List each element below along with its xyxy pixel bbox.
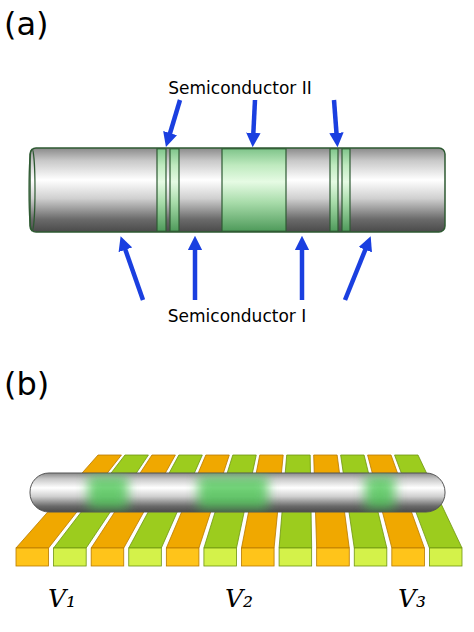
voltage-label: V₃ <box>398 586 426 611</box>
heterostructure-wire <box>29 148 445 232</box>
leader-arrow <box>253 100 255 140</box>
gate-array <box>16 455 462 566</box>
leader-arrow <box>123 243 143 300</box>
semiconductor-band <box>330 149 338 232</box>
semiconductor-band <box>222 149 286 232</box>
induced-region <box>88 476 128 509</box>
semiconductor-band <box>157 149 166 232</box>
induced-region <box>198 476 268 509</box>
leader-arrow <box>345 243 368 300</box>
material-label: Semiconductor I <box>168 308 306 325</box>
induced-region <box>365 476 395 509</box>
panel-label: (a) <box>4 8 49 40</box>
material-label: Semiconductor II <box>168 80 311 97</box>
semiconductor-band <box>342 149 350 232</box>
panel-label: (b) <box>4 368 49 400</box>
voltage-label: V₂ <box>225 586 253 611</box>
leader-arrow <box>193 243 198 300</box>
leader-arrow <box>168 100 180 140</box>
voltage-label: V₁ <box>48 586 76 611</box>
leader-arrow <box>334 100 337 140</box>
semiconductor-band <box>170 149 179 232</box>
leader-arrow <box>300 243 305 300</box>
